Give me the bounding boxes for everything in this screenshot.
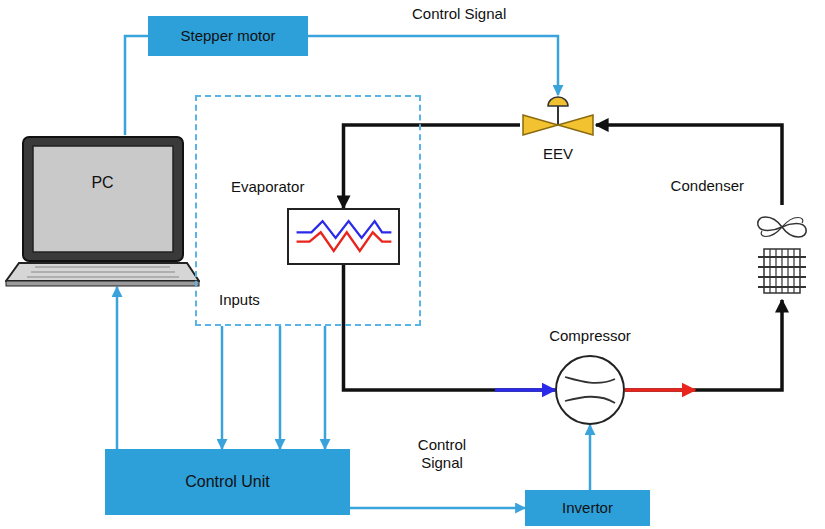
- evaporator-region: Inputs Evaporator: [195, 95, 421, 326]
- refrigerant-line: [625, 300, 782, 390]
- refrigerant-line: [344, 265, 556, 390]
- box-label: Stepper motor: [180, 27, 275, 45]
- refrigerant-line: [596, 125, 782, 205]
- signal-line: [125, 36, 148, 135]
- region-label: Inputs: [219, 291, 260, 309]
- refrigerant-line: [344, 125, 521, 208]
- heat-exchanger: [289, 210, 398, 263]
- box-label: Control Unit: [185, 472, 269, 491]
- laptop-icon: [5, 135, 200, 287]
- compressor-symbol: [557, 357, 623, 423]
- signal-line: [116, 287, 119, 449]
- pc-label: PC: [5, 173, 200, 192]
- component-label: Evaporator: [231, 178, 304, 196]
- box-label: Invertor: [562, 499, 613, 517]
- flow-accent: [625, 388, 695, 392]
- signal-line: [324, 326, 327, 449]
- process-box: Control Unit: [105, 449, 350, 515]
- condenser: Condenser: [752, 205, 812, 300]
- valve-symbol: [520, 95, 596, 140]
- signal-line: [279, 326, 282, 449]
- process-box: Stepper motor: [148, 16, 308, 56]
- signal-label: Control Signal: [408, 436, 476, 472]
- signal-line: [589, 425, 592, 490]
- pc-laptop: PC: [5, 135, 200, 287]
- process-box: Invertor: [525, 490, 650, 526]
- component-label: EEV: [543, 145, 573, 163]
- signal-line: [350, 507, 525, 510]
- component-label: Condenser: [671, 177, 744, 195]
- compressor: Compressor: [555, 355, 625, 425]
- signal-line: [221, 326, 224, 449]
- condenser-symbol: [752, 205, 812, 300]
- flow-accent: [495, 388, 555, 392]
- expansion-valve: EEV: [520, 95, 596, 140]
- component-label: Compressor: [549, 327, 631, 345]
- evaporator-box: Evaporator: [287, 208, 400, 265]
- signal-label: Control Signal: [410, 5, 508, 23]
- signal-line: [308, 36, 558, 95]
